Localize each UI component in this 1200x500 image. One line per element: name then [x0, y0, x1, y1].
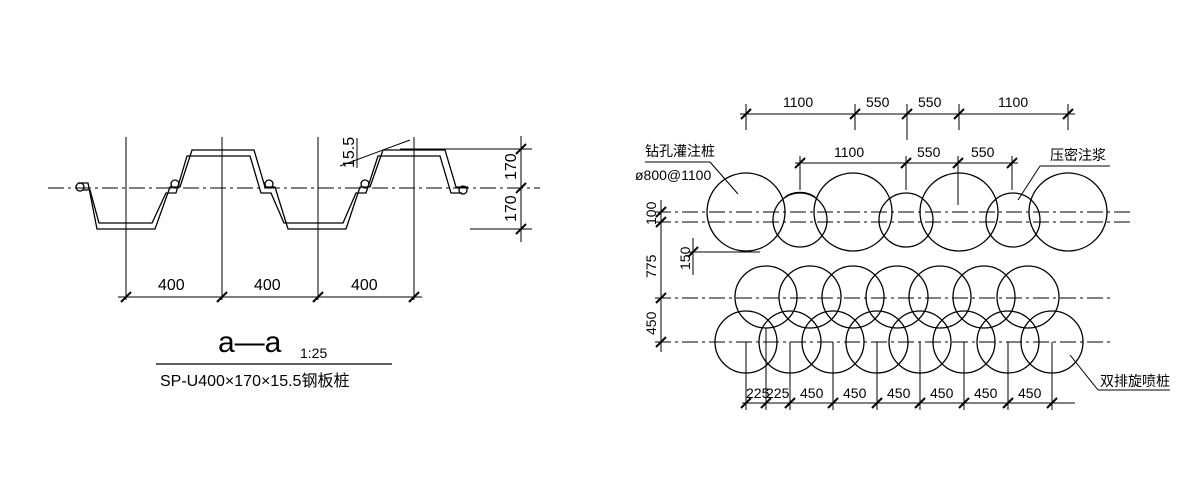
grouting-circle	[772, 192, 828, 248]
top-dim-label: 550	[918, 94, 942, 110]
leader-line	[709, 161, 739, 195]
dim-tick	[740, 108, 752, 120]
dim-tick	[760, 397, 772, 409]
left-dim-label: 450	[643, 311, 659, 335]
dim-tick	[1006, 157, 1018, 169]
dim-tick	[1046, 397, 1058, 409]
jet-pile-row-1	[734, 265, 1060, 329]
dim-tick	[655, 336, 667, 348]
interlock-hook	[264, 179, 274, 189]
top-dim-label: 1100	[998, 94, 1028, 110]
dim-tick	[515, 182, 527, 194]
left-dim-label: 775	[643, 254, 659, 278]
interlock-hook	[170, 179, 180, 189]
interlock-hook	[360, 179, 370, 189]
dim-tick	[120, 291, 132, 303]
top-dim-label: 550	[866, 94, 890, 110]
dim-tick	[655, 292, 667, 304]
dim-tick	[687, 246, 699, 258]
bottom-dim-label: 450	[974, 385, 998, 401]
grouting-circle	[878, 192, 934, 248]
section-title: a—a	[218, 326, 282, 359]
left-dim-label: 100	[643, 201, 659, 225]
top-dim-label: 550	[917, 144, 941, 160]
jet-pile-label: 双排旋喷桩	[1100, 373, 1170, 389]
bottom-dim-label: 225	[766, 385, 790, 401]
bottom-dim-label: 450	[1018, 385, 1042, 401]
dim-tick	[312, 291, 324, 303]
bored-pile-circle	[1028, 172, 1108, 252]
dim-tick	[900, 157, 912, 169]
dim-line	[339, 139, 411, 167]
dim-width-label: 400	[254, 277, 281, 294]
section-scale: 1:25	[300, 345, 327, 361]
dim-tick	[1062, 108, 1074, 120]
interlock-hook	[75, 182, 85, 192]
jet-pile-circle	[952, 265, 1016, 329]
grouting-outline-left	[784, 191, 816, 198]
leader-line	[1069, 354, 1099, 391]
jet-pile-circle	[778, 265, 842, 329]
dim-tick	[655, 206, 667, 218]
bored-pile-circle	[919, 172, 999, 252]
dim-width-label: 400	[351, 277, 378, 294]
dim-width-label: 400	[158, 277, 185, 294]
dim-tick	[216, 291, 228, 303]
bottom-dim-label: 450	[930, 385, 954, 401]
dim-tick	[515, 143, 527, 155]
dim-upper-label: 170	[503, 153, 520, 180]
top-dim-label: 1100	[783, 94, 813, 110]
bored-pile-circle	[813, 172, 893, 252]
top-dim-label: 550	[971, 144, 995, 160]
section-caption: SP-U400×170×15.5钢板桩	[160, 372, 349, 390]
sheet-pile-outline	[78, 149, 468, 230]
dim-tick	[914, 397, 926, 409]
dim-lower-label: 170	[503, 195, 520, 222]
interlock-hook	[458, 185, 468, 195]
bored-pile-label: 钻孔灌注桩	[645, 143, 715, 159]
dim-tick	[784, 397, 796, 409]
dim-tick	[655, 216, 667, 228]
dim-tick	[740, 397, 752, 409]
grouting-circle	[985, 192, 1041, 248]
bottom-dim-label: 450	[800, 385, 824, 401]
grouting-label: 压密注浆	[1050, 147, 1106, 163]
bored-pile-spec-label: ø800@1100	[635, 167, 711, 183]
dim-tick	[953, 108, 965, 120]
top-dim-label: 1100	[834, 144, 864, 160]
dim-tick	[849, 108, 861, 120]
dim-tick	[871, 397, 883, 409]
bottom-dim-label: 225	[746, 385, 770, 401]
jet-pile-circle	[908, 265, 972, 329]
dim-tick	[958, 397, 970, 409]
bored-pile-circle	[706, 172, 786, 252]
left-dim-label: 150	[677, 246, 693, 270]
jet-pile-circle	[996, 265, 1060, 329]
dim-tick	[1002, 397, 1014, 409]
bottom-dim-label: 450	[887, 385, 911, 401]
jet-pile-circle	[865, 265, 929, 329]
sheet-pile-section: 15.5 170 170 400 400 400 a—a 1:25 SP-U40…	[48, 136, 540, 390]
dim-thickness-label: 15.5	[341, 137, 358, 168]
dim-tick	[408, 291, 420, 303]
dim-tick	[952, 157, 964, 169]
sheet-pile-inner-outline	[82, 155, 462, 224]
bottom-dim-label: 450	[843, 385, 867, 401]
dim-tick	[901, 108, 913, 120]
dim-tick	[515, 223, 527, 235]
jet-pile-circle	[821, 265, 885, 329]
pile-plan-layout: 1100 550 550 1100 1100 550 550 钻孔灌注桩 ø80…	[635, 94, 1170, 410]
dim-tick	[794, 157, 806, 169]
dim-tick	[827, 397, 839, 409]
